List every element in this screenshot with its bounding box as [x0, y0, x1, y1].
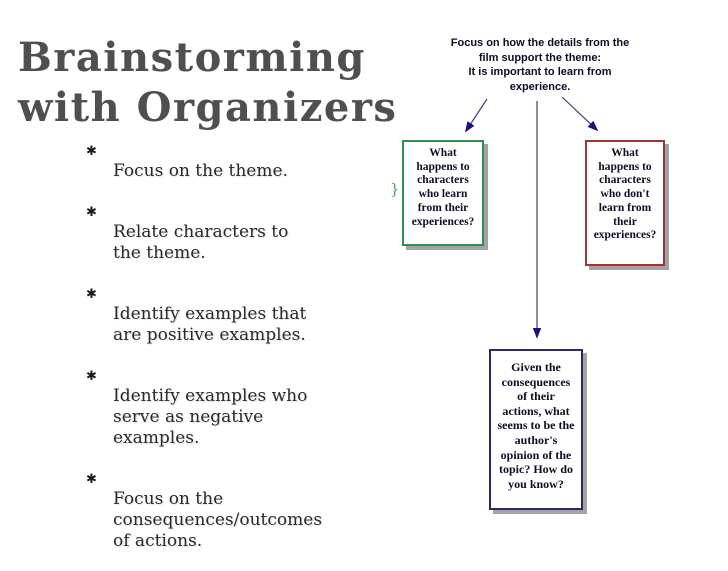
list-item: ✱ Identify examples who serve as negative… [86, 365, 366, 449]
slide-title: Brainstorming with Organizers [18, 33, 398, 131]
bullet-text: Relate characters to the theme. [113, 222, 289, 263]
organizer-box-learn: What happens to characters who learn fro… [402, 140, 484, 246]
list-item: ✱ Focus on the theme. [86, 140, 366, 182]
organizer-box-dont-learn: What happens to characters who don't lea… [585, 140, 665, 266]
organizer-box-text: What happens to characters who don't lea… [593, 147, 657, 242]
bullet-list: ✱ Focus on the theme. ✱ Relate characters … [86, 140, 366, 571]
organizer-theme-statement: Focus on how the details from the film s… [450, 37, 630, 93]
organizer-box-text: Given the consequences of their actions,… [497, 360, 575, 491]
bullet-text: Focus on the theme. [113, 161, 288, 181]
bullet-text: Identify examples who serve as negative … [113, 386, 308, 448]
list-item: ✱ Relate characters to the theme. [86, 201, 366, 264]
organizer-box-consequences: Given the consequences of their actions,… [489, 349, 583, 510]
list-item: ✱ Focus on the consequences/outcomes of a… [86, 468, 366, 552]
arrow-to-learn-box [465, 98, 488, 133]
list-item: ✱ Identify examples that are positive exa… [86, 283, 366, 346]
star-bullet-icon: ✱ [86, 369, 97, 384]
arrow-to-dont-learn-box [561, 96, 599, 132]
bullet-text: Focus on the consequences/outcomes of ac… [113, 489, 323, 551]
bullet-text: Identify examples that are positive exam… [113, 304, 307, 345]
star-bullet-icon: ✱ [86, 205, 97, 220]
organizer-box-text: What happens to characters who learn fro… [411, 147, 475, 228]
star-bullet-icon: ✱ [86, 472, 97, 487]
brace-mark: } [390, 180, 400, 198]
star-bullet-icon: ✱ [86, 144, 97, 159]
star-bullet-icon: ✱ [86, 287, 97, 302]
